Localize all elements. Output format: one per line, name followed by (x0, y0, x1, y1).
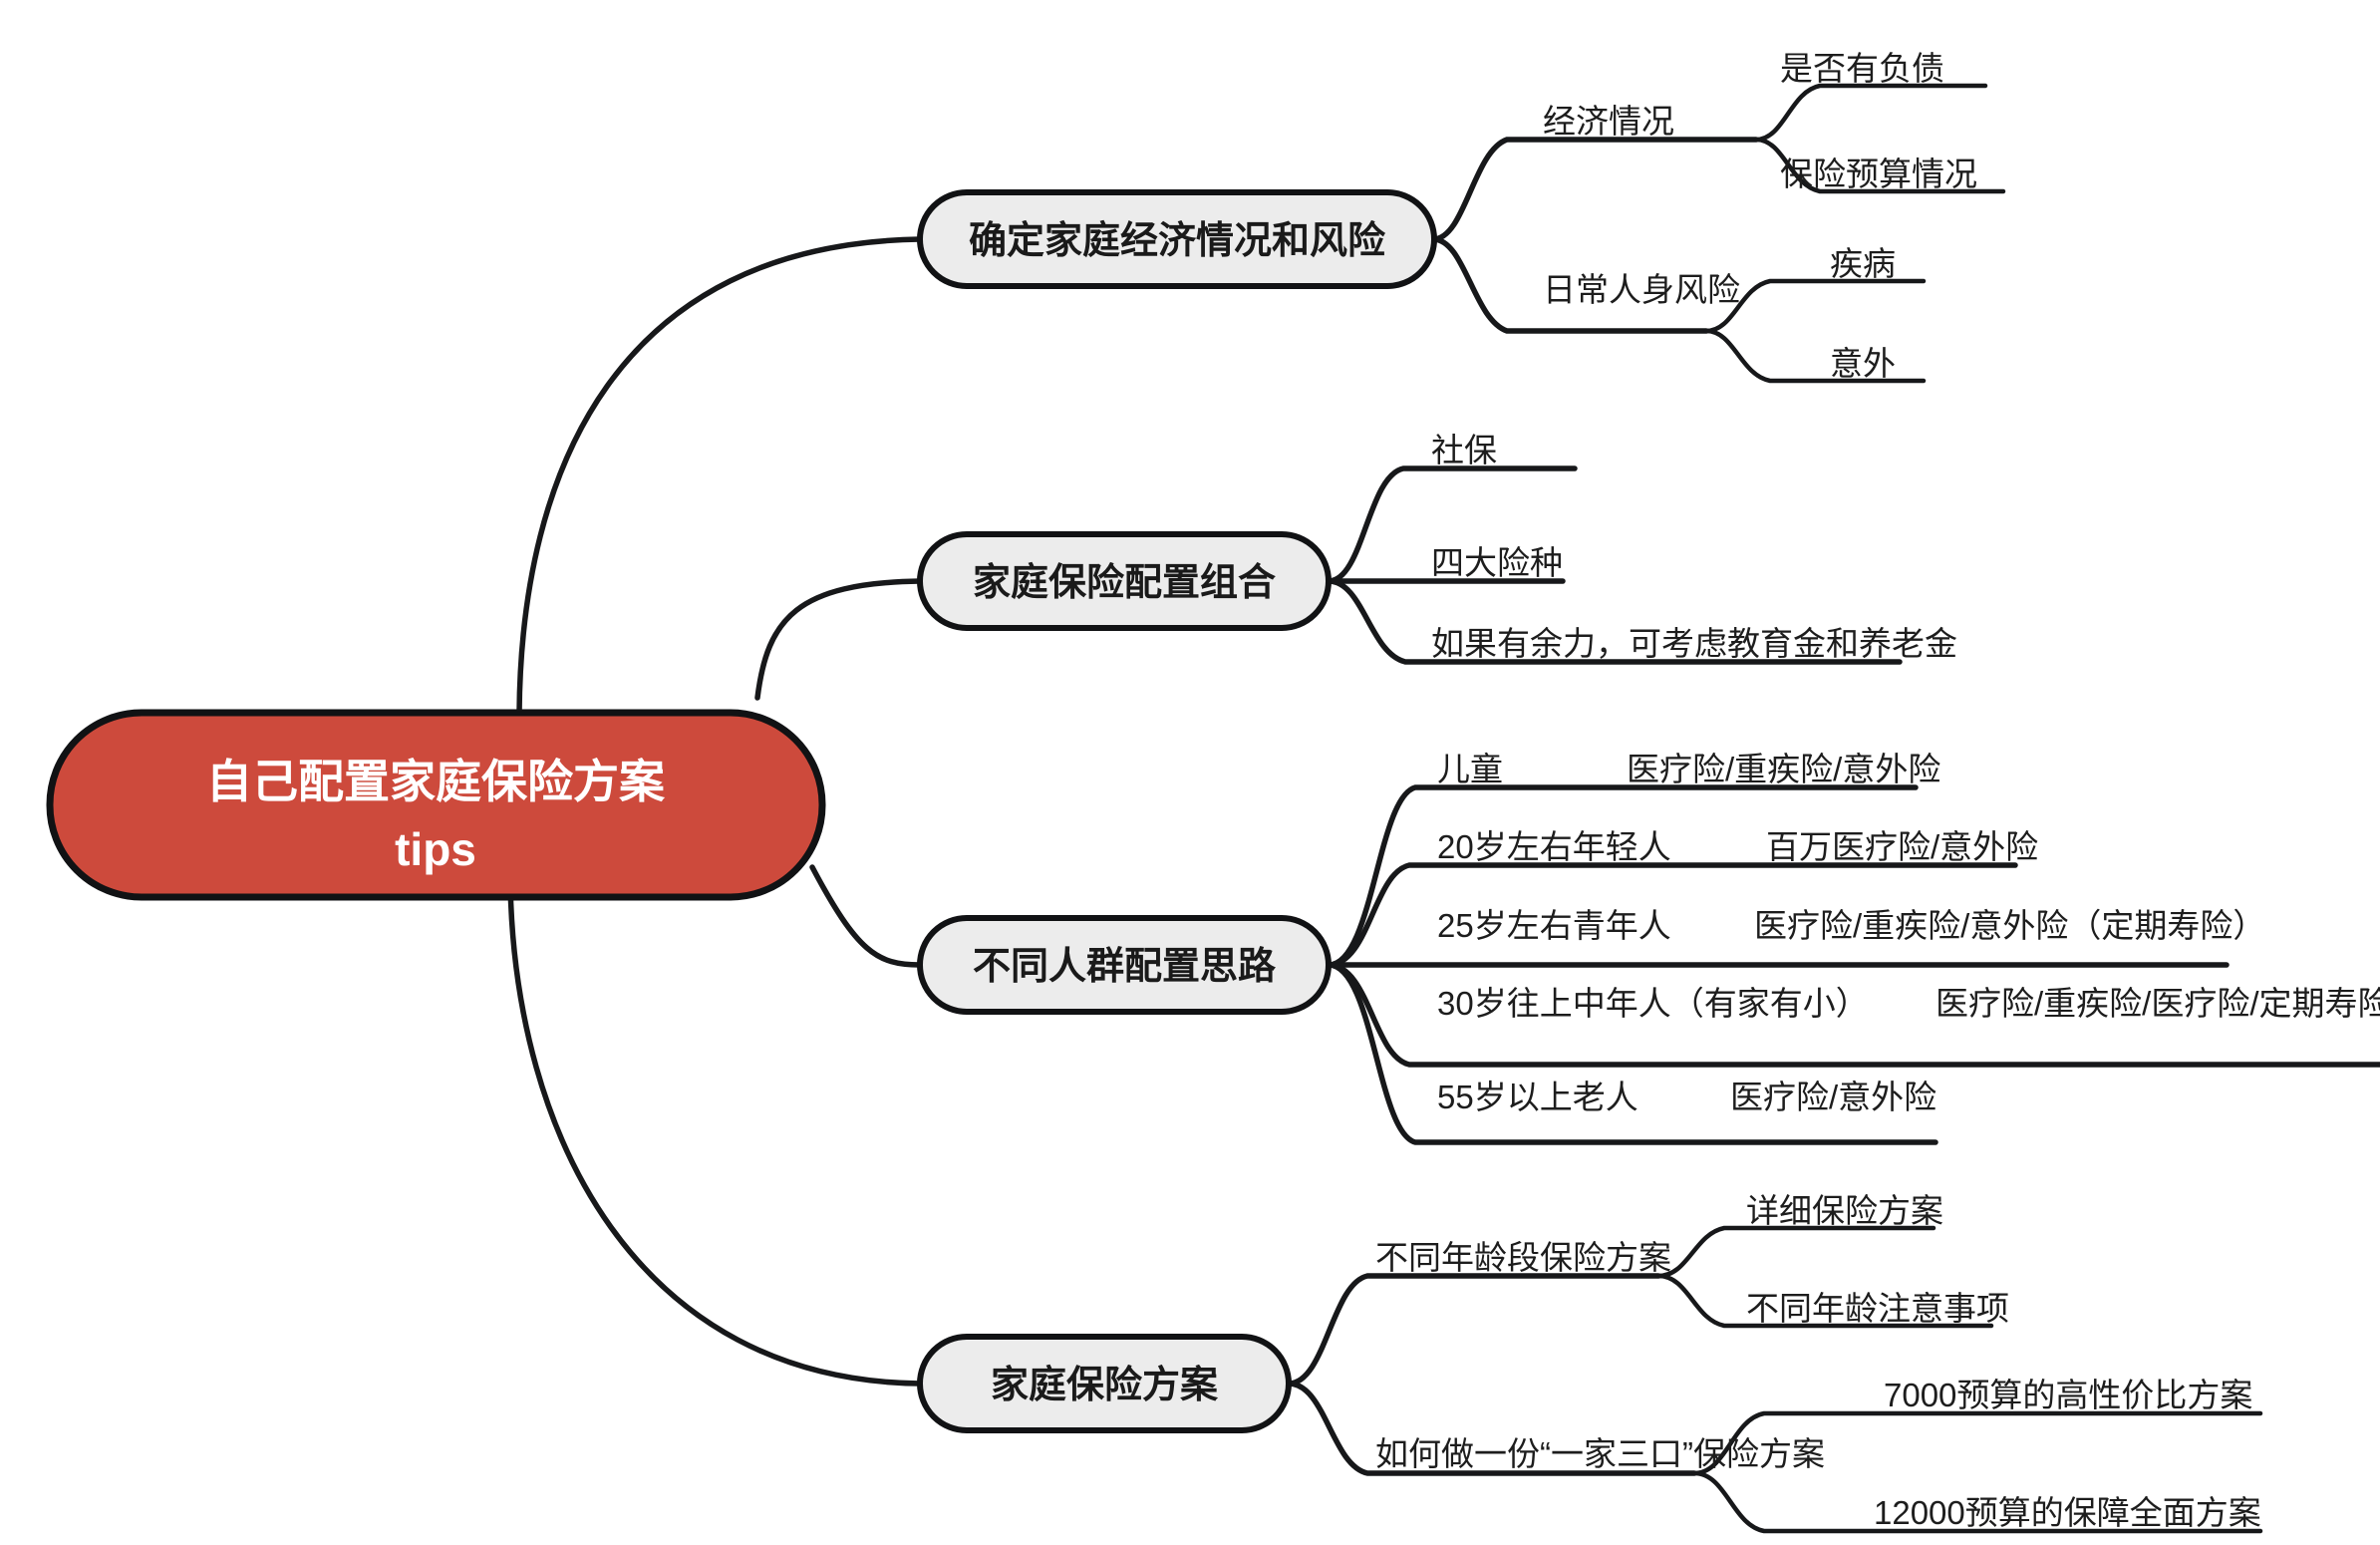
sub-label-b3-s0[interactable]: 不同年龄段保险方案 (1375, 1239, 1671, 1276)
root-node-shape[interactable] (46, 709, 826, 901)
sub-label-b1-s1[interactable]: 四大险种 (1431, 544, 1563, 581)
sub-label-b3-s1[interactable]: 如何做一份“一家三口”保险方案 (1375, 1435, 1825, 1472)
sub-label-b2-s2[interactable]: 25岁左右青年人 (1437, 907, 1671, 944)
sub-label-b1-s0[interactable]: 社保 (1431, 432, 1497, 468)
edge-root-to-branch-2 (809, 864, 923, 968)
edge-b0-to-s0 (1430, 137, 1759, 242)
edge-s0-to-l0 (1753, 83, 1988, 143)
branch-group-1: 家庭保险配置组合 社保 四大险种 如果有余力，可考虑教育金和养老金 (917, 432, 1957, 665)
edge-b3-to-s0 (1286, 1273, 1661, 1387)
edge-s0-to-l1 (1753, 137, 2006, 194)
edge-b3-s0-to-l0 (1655, 1225, 1936, 1279)
leaf-label-b2-s1-l0[interactable]: 百万医疗险/意外险 (1766, 828, 2038, 865)
branch-group-0: 确定家庭经济情况和风险 经济情况 日常人身风险 是否有负债 保险预算情况 疾病 … (917, 50, 2006, 384)
edge-root-to-branch-3 (507, 879, 923, 1387)
branch-node-2-shape[interactable] (917, 915, 1332, 1015)
leaf-label-b2-s3-l0[interactable]: 医疗险/重疾险/医疗险/定期寿险 (1935, 985, 2380, 1022)
branch-node-0-shape[interactable] (917, 189, 1437, 289)
leaf-label-b0-s0-l0[interactable]: 是否有负债 (1780, 50, 1944, 87)
edge-b2-to-s1 (1326, 862, 2018, 968)
root-node-label-line1: 自己配置家庭保险方案 (206, 756, 666, 807)
edge-root-to-branch-1 (754, 578, 923, 701)
branch-node-0-label: 确定家庭经济情况和风险 (969, 219, 1386, 262)
branch-node-0[interactable]: 确定家庭经济情况和风险 (917, 189, 1437, 289)
leaf-label-b3-s0-l0[interactable]: 详细保险方案 (1746, 1192, 1943, 1229)
branch-group-3: 家庭保险方案 不同年龄段保险方案 如何做一份“一家三口”保险方案 详细保险方案 … (917, 1192, 2263, 1534)
leaf-label-b3-s0-l1[interactable]: 不同年龄注意事项 (1746, 1290, 2009, 1327)
sub-label-b2-s4[interactable]: 55岁以上老人 (1437, 1079, 1638, 1115)
branch-node-3-shape[interactable] (917, 1334, 1292, 1433)
edge-b2-to-s4 (1326, 962, 1938, 1145)
edge-s1-to-l1 (1703, 328, 1927, 384)
edge-s1-to-l0 (1703, 278, 1927, 334)
edge-b1-to-s2 (1326, 578, 1903, 665)
leaf-label-b3-s1-l1[interactable]: 12000预算的保障全面方案 (1874, 1494, 2261, 1531)
branch-node-1[interactable]: 家庭保险配置组合 (917, 531, 1332, 631)
leaf-label-b3-s1-l0[interactable]: 7000预算的高性价比方案 (1884, 1377, 2252, 1413)
leaf-label-b0-s1-l1[interactable]: 意外 (1830, 345, 1896, 382)
leaf-label-b2-s4-l0[interactable]: 医疗险/意外险 (1730, 1079, 1936, 1115)
sub-label-b0-s1[interactable]: 日常人身风险 (1543, 271, 1740, 308)
branch-node-1-shape[interactable] (917, 531, 1332, 631)
edge-b0-to-s1 (1430, 236, 1709, 334)
edge-b3-s1-to-l0 (1691, 1410, 2263, 1476)
leaf-label-b2-s0-l0[interactable]: 医疗险/重疾险/意外险 (1627, 751, 1940, 787)
edge-b1-to-s0 (1326, 465, 1578, 584)
leaf-label-b2-s2-l0[interactable]: 医疗险/重疾险/意外险（定期寿险） (1754, 907, 2265, 944)
branch-node-2-label: 不同人群配置思路 (973, 946, 1277, 988)
edge-b3-to-s1 (1286, 1381, 1697, 1476)
branch-node-2[interactable]: 不同人群配置思路 (917, 915, 1332, 1015)
main-edges (507, 236, 923, 1387)
sub-label-b1-s2[interactable]: 如果有余力，可考虑教育金和养老金 (1431, 625, 1957, 662)
sub-label-b2-s1[interactable]: 20岁左右年轻人 (1437, 828, 1671, 865)
edge-root-to-branch-0 (516, 236, 923, 716)
branch-group-2: 不同人群配置思路 儿童 医疗险/重疾险/意外险 20岁左右年轻人 百万医疗险/意… (917, 751, 2380, 1145)
edge-b3-s0-to-l1 (1655, 1273, 1994, 1329)
sub-label-b2-s3[interactable]: 30岁往上中年人（有家有小） (1437, 985, 1869, 1022)
branch-node-1-label: 家庭保险配置组合 (973, 561, 1276, 604)
root-node-label-line2: tips (395, 823, 476, 875)
leaf-label-b0-s1-l0[interactable]: 疾病 (1830, 245, 1896, 282)
sub-label-b2-s0[interactable]: 儿童 (1437, 751, 1503, 787)
root-node[interactable]: 自己配置家庭保险方案 tips (46, 709, 826, 901)
edge-b3-s1-to-l1 (1691, 1470, 2263, 1534)
sub-label-b0-s0[interactable]: 经济情况 (1543, 103, 1674, 140)
leaf-label-b0-s0-l1[interactable]: 保险预算情况 (1780, 155, 1977, 192)
branch-node-3[interactable]: 家庭保险方案 (917, 1334, 1292, 1433)
branch-node-3-label: 家庭保险方案 (991, 1364, 1219, 1406)
